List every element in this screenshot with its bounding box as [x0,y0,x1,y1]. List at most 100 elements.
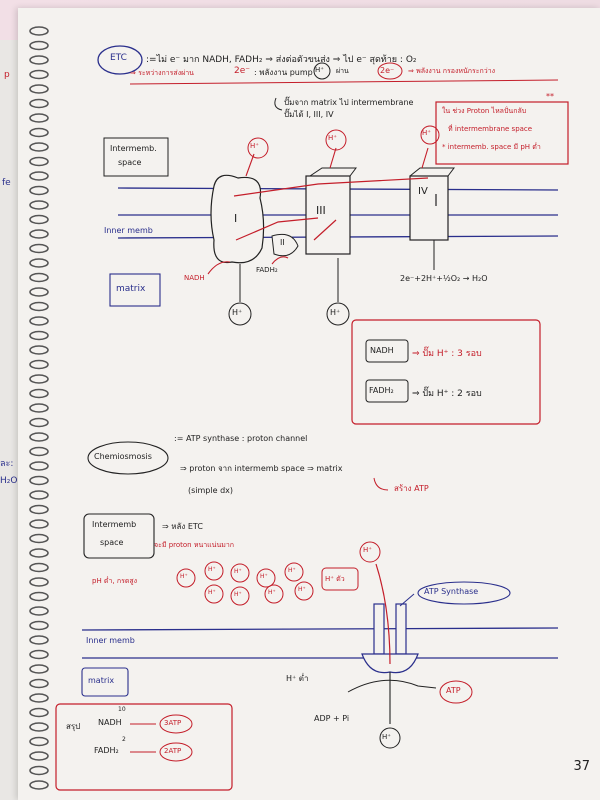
spiral-ring [29,606,49,616]
d1-inner-memb: Inner memb [104,226,153,235]
d2-interm-label-2: space [100,538,124,547]
rm-nadh: NADH [370,346,394,355]
d2-hplus-7: H⁺ [234,591,242,598]
d2-hplus-3: H⁺ [234,568,242,575]
chemiosmosis-result: สร้าง ATP [394,484,429,493]
d1-hplus-bottom-2: H⁺ [330,308,341,317]
rb-nadh: NADH [98,718,122,727]
spiral-ring [29,359,49,370]
spiral-ring [29,693,49,703]
rb-fadh2: FADH₂ [94,746,119,755]
h-bottom-2 [326,302,350,326]
d1-nadh: NADH [184,274,205,282]
spiral-ring [29,707,49,718]
spiral-ring [29,171,49,181]
spiral-ring [29,142,49,152]
rb-summary: สรุป [66,722,81,731]
spiral-ring [29,751,49,761]
spiral-ring [29,664,49,674]
hook-arrow [274,97,283,111]
spiral-ring [29,156,49,167]
h-bottom-1 [228,302,252,326]
chemiosmosis-label: Chemiosmosis [94,452,152,461]
d2-hplus-6: H⁺ [208,589,216,596]
header-line-2-ex: ผ่าน [336,67,349,75]
spiral-ring [29,330,49,341]
electron-path [233,177,429,197]
header-line-2-mid: : พลังงาน pump [254,68,313,77]
complex-I-label: I [234,212,238,225]
header-line-2-2e: 2e⁻ [234,66,251,76]
d2-hplus-2: H⁺ [208,566,216,573]
d2-etc-note: ⇒ หลัง ETC [162,522,203,531]
notebook-page: ETC :=ไม่ e⁻ มาก NADH, FADH₂ ⇒ ส่งต่อตัว… [18,8,600,800]
redbox-mid-frame [351,319,541,425]
h-cloud-3 [420,125,440,145]
header-underline [129,79,559,85]
d1-interm-label-2: space [118,158,142,167]
redbox-top-stars: ** [546,92,554,101]
spiral-binding [29,26,49,790]
spiral-ring [29,388,49,399]
spiral-ring [29,446,49,457]
d1-hplus-top-2: H⁺ [328,134,337,142]
d1-water-eq: 2e⁻+2H⁺+½O₂ → H₂O [400,274,488,283]
d1-interm-label-1: Intermemb. [110,144,157,153]
spiral-ring [29,577,49,587]
spiral-ring [29,113,49,123]
spiral-ring [29,780,49,790]
fadh2-box [365,379,409,403]
d1-matrix: matrix [116,284,146,294]
spiral-ring [29,214,49,225]
etc-label: ETC [110,53,127,63]
h-circle [313,62,331,80]
matrix-box-1 [109,273,161,307]
left-margin-mark: H₂O [0,476,18,486]
redbox-top-line-3: * intermemb. space มี pH ต่ำ [442,143,541,151]
chemiosmosis-oval [87,441,169,475]
spiral-ring [29,635,49,645]
complex-IV-label: IV [418,186,428,197]
spiral-ring [29,229,49,239]
spiral-ring [29,374,49,384]
d2-hplus-top: H⁺ [363,546,372,554]
left-margin-mark: ละ: [0,459,14,469]
spiral-ring [29,40,49,51]
d2-interm-label-1: Intermemb [92,520,137,529]
2e-circle [377,62,403,80]
spiral-ring [29,432,49,442]
d2-hplus-bottom: H⁺ [382,733,391,741]
spiral-ring [29,69,49,80]
spiral-ring [29,243,49,254]
rm-fadh2: FADH₂ [369,386,394,395]
h-cloud-1 [247,137,269,159]
header-h-circle-label: H⁺ [315,66,324,74]
header-line-1: :=ไม่ e⁻ มาก NADH, FADH₂ ⇒ ส่งต่อตัวขนส่… [146,55,417,65]
spiral-ring [29,345,49,355]
complex-II-label: II [280,238,285,247]
chemiosmosis-line-3: (simple dx) [188,486,234,495]
redbox-bottom-frame [55,703,233,791]
spiral-ring [29,258,49,268]
rb-fadh2-sup: 2 [122,736,126,743]
interm-box-1 [103,137,169,177]
d2-proton-note: จะมี proton หนาแน่นมาก [154,541,235,549]
d2-hplus-5: H⁺ [288,567,296,574]
d1-hplus-top-3: H⁺ [422,129,431,137]
spiral-ring [29,403,49,413]
header-note-1: ปั๊มจาก matrix ไป intermembrane [284,98,414,107]
spiral-ring [29,765,49,776]
complex-IV-shape [409,175,449,241]
d1-hplus-top-1: H⁺ [250,142,259,150]
redbox-top-line-1: ใน ช่วง Proton ไหลปั่นกลับ [442,107,527,115]
spiral-ring [29,98,49,109]
spiral-ring [29,301,49,312]
spiral-ring [29,185,49,196]
d2-atp-synthase: ATP Synthase [424,587,479,596]
spiral-ring [29,490,49,500]
spiral-ring [29,287,49,297]
header-2e-circle-label: 2e⁻ [380,66,395,75]
spiral-ring [29,417,49,428]
h-cloud-2 [325,129,347,151]
